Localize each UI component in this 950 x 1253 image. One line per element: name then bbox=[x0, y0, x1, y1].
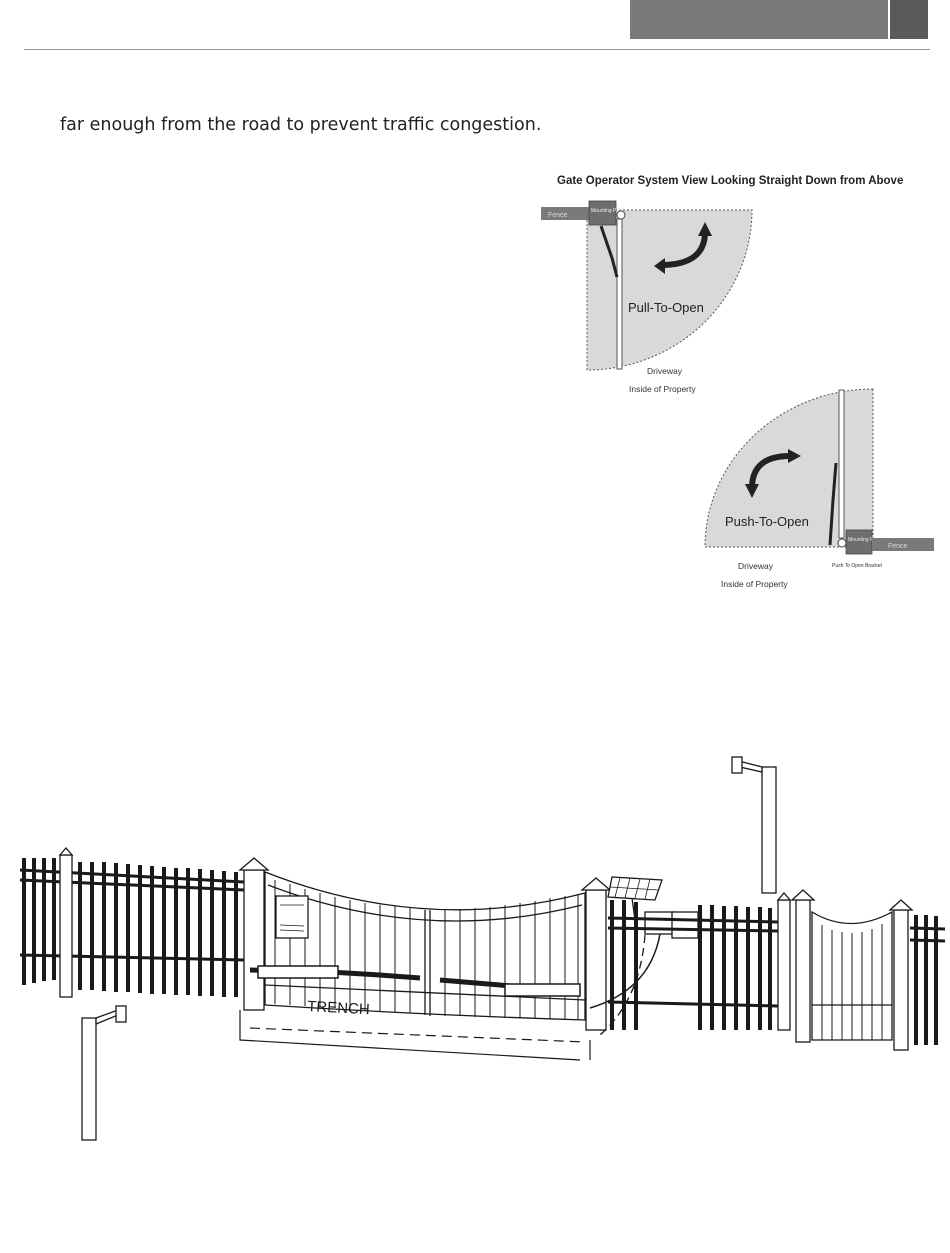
fence-post bbox=[60, 855, 72, 997]
gate-pillar-right bbox=[586, 890, 606, 1030]
keypad-post bbox=[762, 767, 776, 893]
ped-gate-pillar bbox=[894, 910, 908, 1050]
trench-label: TRENCH bbox=[307, 998, 370, 1018]
keypad-icon bbox=[116, 1006, 126, 1022]
warning-sign bbox=[276, 896, 308, 938]
keypad-post bbox=[82, 1018, 96, 1140]
control-box bbox=[645, 912, 673, 934]
battery-box bbox=[672, 912, 698, 938]
ped-gate-pillar bbox=[796, 900, 810, 1042]
fence-post bbox=[778, 900, 790, 1030]
gate-pillar-left bbox=[244, 870, 264, 1010]
keypad-icon bbox=[732, 757, 742, 773]
